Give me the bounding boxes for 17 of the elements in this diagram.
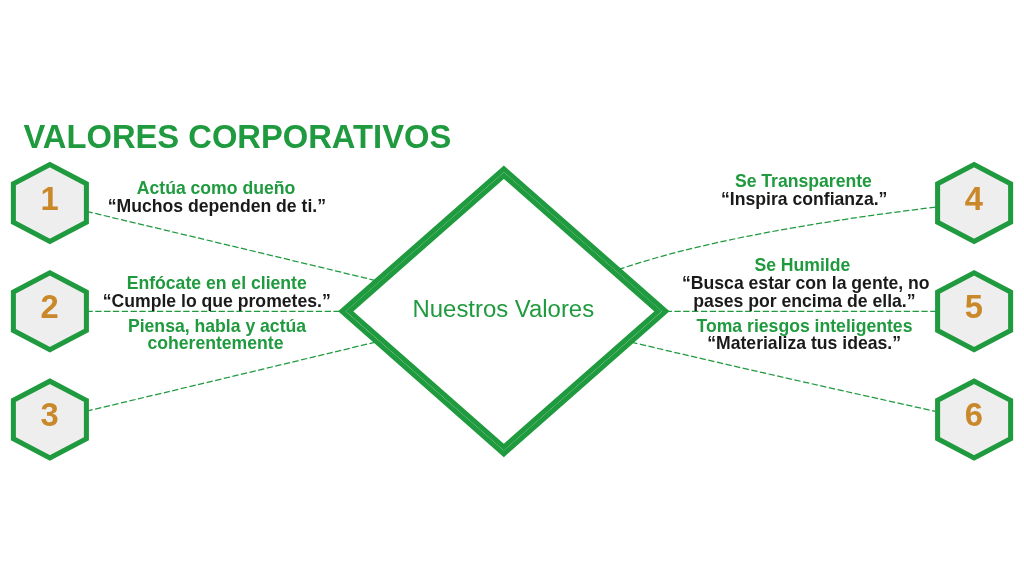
node-label: “Muchos dependen de ti.”	[107, 195, 326, 216]
connector	[86, 210, 378, 281]
node-label: Toma riesgos inteligentes	[696, 315, 913, 336]
connector	[665, 310, 938, 312]
node-diamond: Nuestros Valores	[338, 164, 670, 457]
diagram-title: VALORES CORPORATIVOS	[23, 117, 452, 155]
node-label: Piensa, habla y actúa coherentemente	[127, 315, 307, 353]
node-label: Se Humilde	[754, 254, 851, 275]
node-label: Actúa como dueño	[136, 177, 296, 198]
connector	[85, 310, 343, 312]
node-label: Se Transparente	[734, 170, 872, 191]
node-label: Enfócate en el cliente	[126, 272, 307, 293]
connector	[86, 340, 378, 412]
connector	[630, 340, 939, 412]
node-label: “Cumple lo que prometes.”	[102, 290, 331, 311]
connector	[617, 205, 939, 270]
node-label: “Busca estar con la gente, no pases por encima de ella.”	[682, 272, 930, 311]
